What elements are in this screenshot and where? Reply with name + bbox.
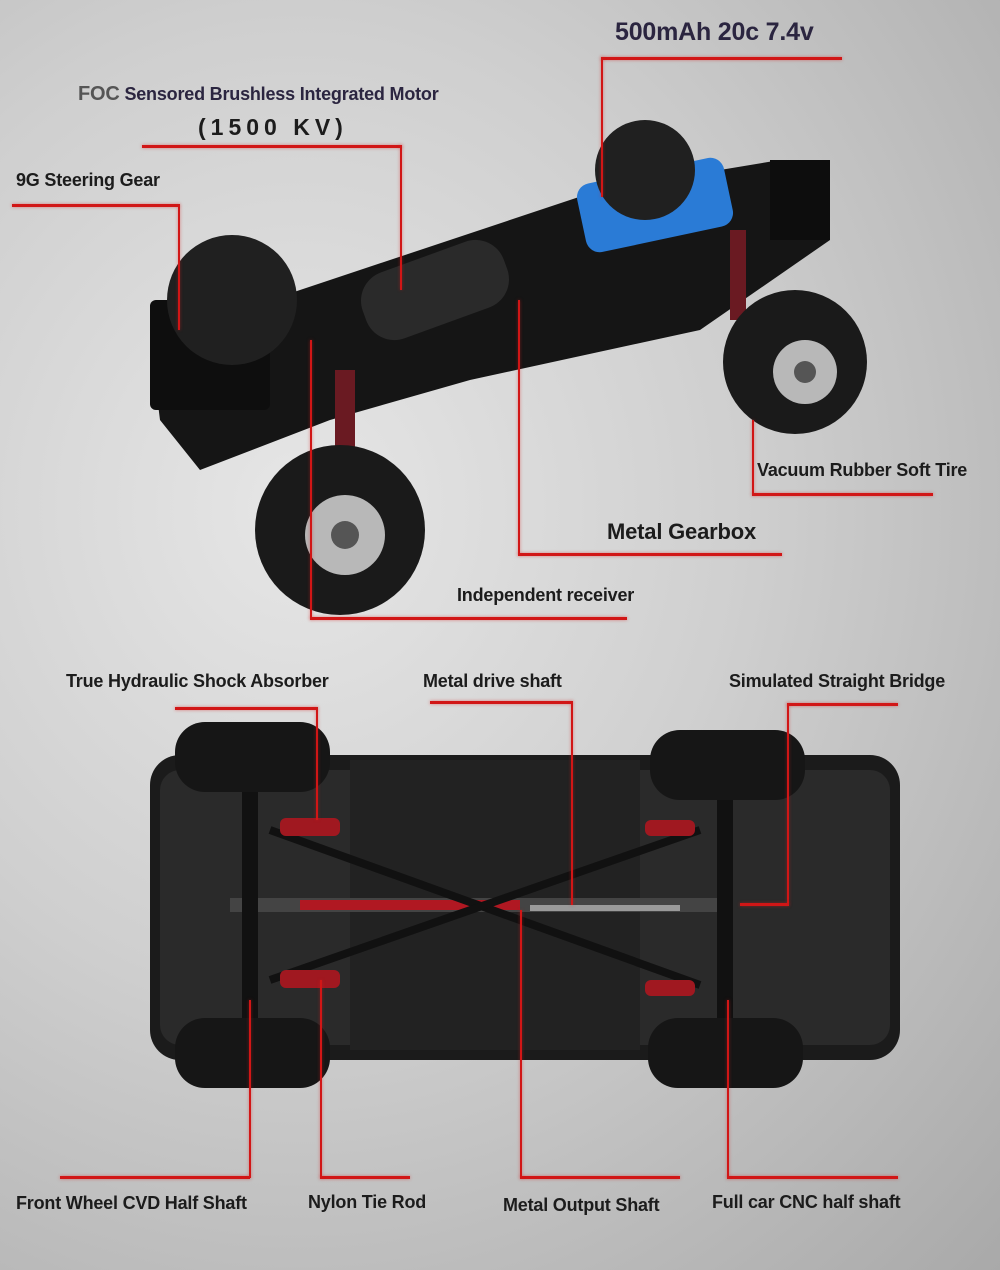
drive-shaft-label: Metal drive shaft xyxy=(423,671,562,691)
output-shaft-leader-line xyxy=(520,910,522,1178)
motor-prefix: FOC xyxy=(78,83,120,105)
bridge-label: Simulated Straight Bridge xyxy=(729,671,946,691)
wheel xyxy=(255,445,425,615)
shock-leader-line xyxy=(316,707,318,820)
gearbox-leader-line xyxy=(518,300,520,555)
battery-leader-line xyxy=(601,57,603,197)
motor-leader-line xyxy=(142,145,402,148)
steering-leader-line xyxy=(12,204,179,207)
wheel xyxy=(648,1018,803,1088)
bridge-leader-line xyxy=(787,703,789,905)
cvd-leader-line xyxy=(60,1176,250,1179)
receiver-leader-line xyxy=(310,617,627,620)
cnc-leader-line xyxy=(727,1176,898,1179)
wheel xyxy=(175,722,330,792)
shock-leader-line xyxy=(175,707,317,710)
wheel xyxy=(723,290,867,434)
tire-label: Vacuum Rubber Soft Tire xyxy=(757,460,968,480)
motor-kv-label: (1500 KV) xyxy=(198,114,348,140)
motor xyxy=(361,239,509,341)
steering-label: 9G Steering Gear xyxy=(16,170,160,190)
chassis-bottom-view xyxy=(150,722,900,1088)
wheel xyxy=(175,1018,330,1088)
wheel xyxy=(167,235,297,365)
cvd-label: Front Wheel CVD Half Shaft xyxy=(16,1193,247,1213)
cnc-leader-line xyxy=(727,1000,729,1178)
shock-label: True Hydraulic Shock Absorber xyxy=(66,671,329,691)
motor-label: FOC Sensored Brushless Integrated Motor xyxy=(78,83,439,106)
drive-shaft-leader-line xyxy=(430,701,572,704)
receiver-label: Independent receiver xyxy=(457,585,635,605)
output-shaft-leader-line xyxy=(520,1176,680,1179)
steering-leader-line xyxy=(178,204,180,330)
motor-name: Sensored Brushless Integrated Motor xyxy=(124,84,439,104)
tie-rod-leader-line xyxy=(320,1176,410,1179)
gearbox-leader-line xyxy=(518,553,782,556)
cnc-label: Full car CNC half shaft xyxy=(712,1192,901,1212)
wheel xyxy=(595,120,695,220)
tie-rod-leader-line xyxy=(320,980,322,1178)
battery-leader-line xyxy=(601,57,842,60)
battery-label: 500mAh 20c 7.4v xyxy=(615,18,814,46)
wheel xyxy=(650,730,805,800)
bridge-leader-line xyxy=(740,903,789,906)
bridge-leader-line xyxy=(787,703,898,706)
chassis-top-view xyxy=(150,120,867,615)
drive-shaft-leader-line xyxy=(571,701,573,905)
gearbox-label: Metal Gearbox xyxy=(607,519,757,544)
tire-leader-line xyxy=(752,493,933,496)
motor-leader-line xyxy=(400,145,402,290)
output-shaft-label: Metal Output Shaft xyxy=(503,1195,660,1215)
cvd-leader-line xyxy=(249,1000,251,1178)
tire-leader-line xyxy=(752,420,754,495)
tie-rod-label: Nylon Tie Rod xyxy=(308,1192,427,1212)
receiver-leader-line xyxy=(310,340,312,619)
